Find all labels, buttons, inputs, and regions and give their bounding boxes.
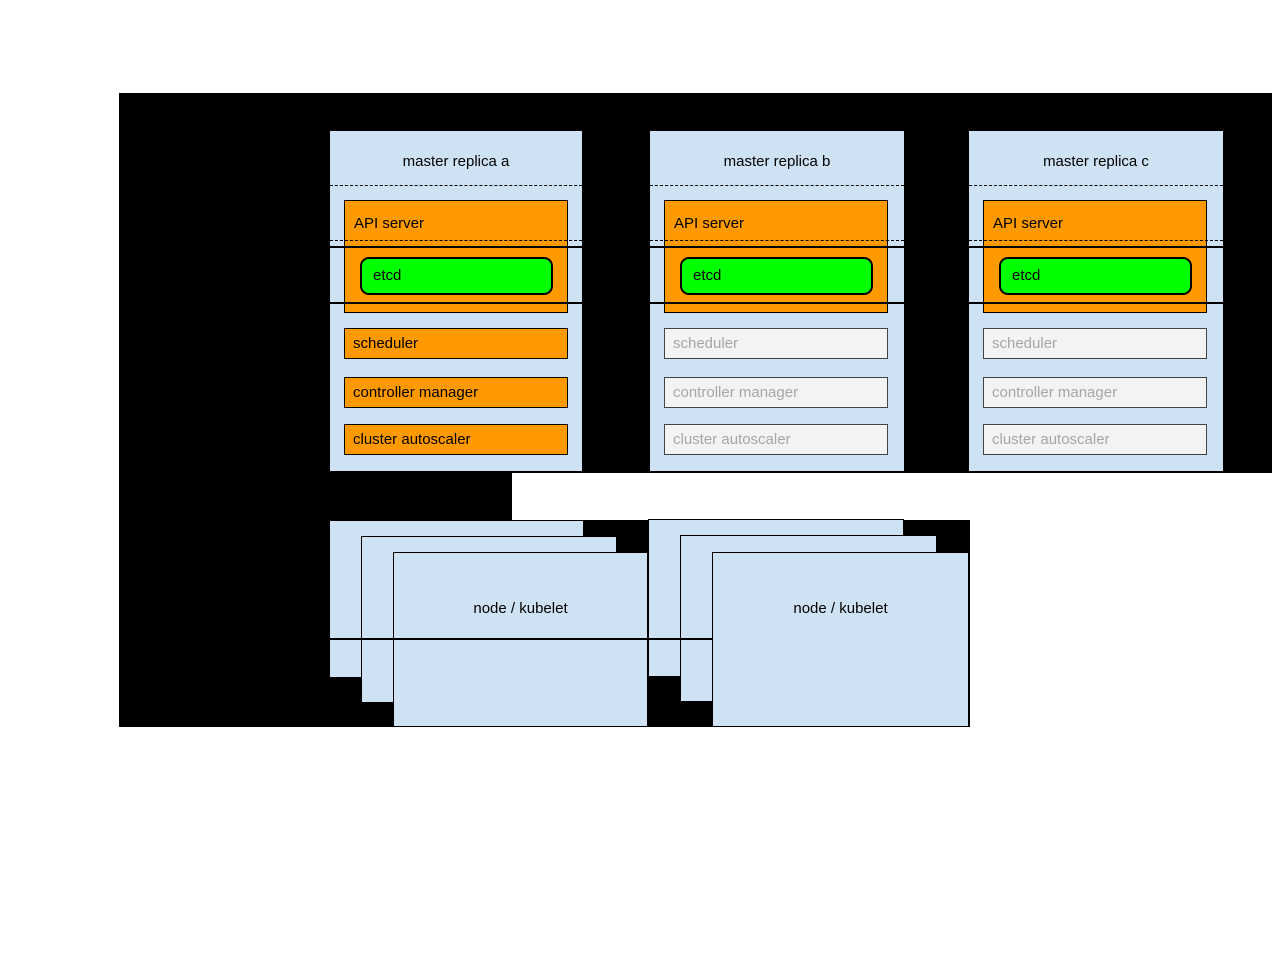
master-replica-title: master replica a	[402, 153, 510, 170]
divider-dashed-line	[330, 240, 582, 241]
master-replica-b-box: master replica b API server etcd schedul…	[649, 130, 905, 472]
divider-solid-line	[330, 302, 582, 304]
divider-dashed-line	[650, 240, 904, 241]
controller-manager-box: controller manager	[664, 377, 888, 408]
divider-dashed-line	[969, 185, 1223, 186]
divider-solid-line	[650, 302, 904, 304]
cluster-background-left	[119, 473, 512, 520]
api-server-label: API server	[354, 215, 425, 232]
etcd-box: etcd	[999, 257, 1192, 295]
api-server-label: API server	[674, 215, 745, 232]
controller-manager-box: controller manager	[983, 377, 1207, 408]
scheduler-box: scheduler	[983, 328, 1207, 359]
cluster-autoscaler-box: cluster autoscaler	[983, 424, 1207, 455]
scheduler-box: scheduler	[344, 328, 568, 359]
cluster-autoscaler-box: cluster autoscaler	[664, 424, 888, 455]
divider-dashed-line	[650, 185, 904, 186]
divider-solid-line	[650, 246, 904, 248]
divider-solid-line	[969, 302, 1223, 304]
master-replica-a-box: master replica a API server etcd schedul…	[329, 130, 583, 472]
controller-manager-box: controller manager	[344, 377, 568, 408]
master-replica-c-box: master replica c API server etcd schedul…	[968, 130, 1224, 472]
divider-dashed-line	[969, 240, 1223, 241]
master-replica-title: master replica c	[1043, 153, 1149, 170]
divider-solid-line	[330, 246, 582, 248]
api-server-label: API server	[993, 215, 1064, 232]
divider-dashed-line	[330, 185, 582, 186]
node-separator-line	[329, 638, 712, 640]
cluster-autoscaler-box: cluster autoscaler	[344, 424, 568, 455]
scheduler-box: scheduler	[664, 328, 888, 359]
node-kubelet-label: node / kubelet	[793, 600, 888, 617]
divider-solid-line	[969, 246, 1223, 248]
node-kubelet-label: node / kubelet	[473, 600, 568, 617]
etcd-box: etcd	[360, 257, 553, 295]
master-replica-title: master replica b	[723, 153, 831, 170]
etcd-box: etcd	[680, 257, 873, 295]
node-box-front: node / kubelet	[712, 552, 969, 727]
